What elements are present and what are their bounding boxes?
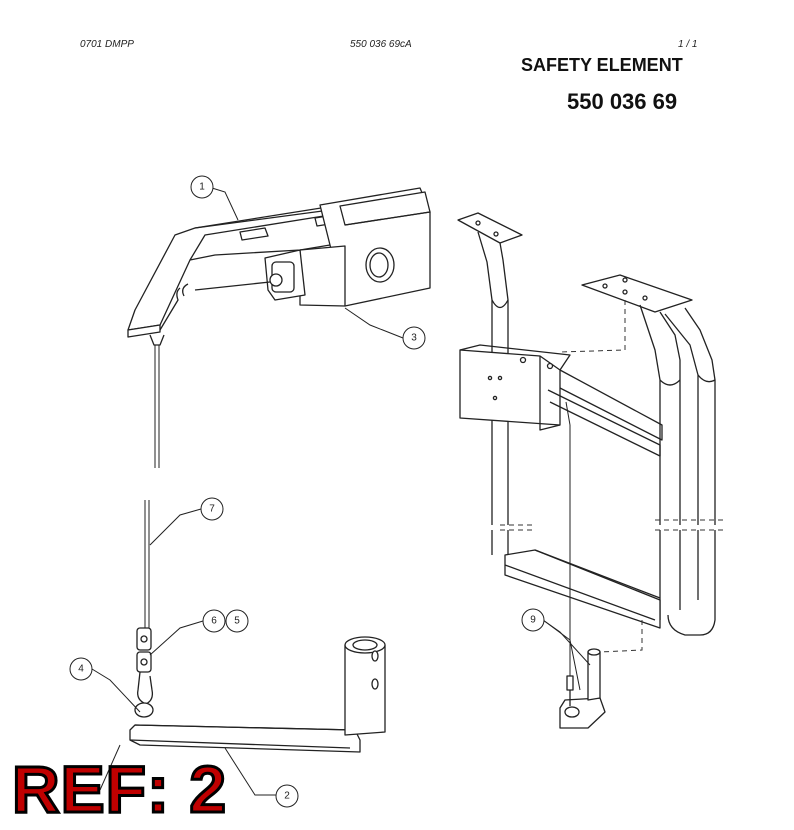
drawing-title: SAFETY ELEMENT [521,55,683,75]
mounting-frame-part [457,212,716,729]
callout-9: 9 [530,615,536,626]
callout-2: 2 [284,791,290,802]
drawing-number: 550 036 69cA [350,39,412,50]
callout-6-bubble [202,609,226,633]
lower-bracket-part [129,636,386,753]
callout-7-bubble [200,497,224,521]
part-number: 550 036 69 [567,89,678,114]
callout-3: 3 [411,333,417,344]
callout-5-bubble [225,609,249,633]
callout-6: 6 [211,616,217,627]
callout-4-bubble [69,657,93,681]
callout-5: 5 [234,616,240,627]
callout-9-bubble [521,608,545,632]
callout-1-bubble [190,175,214,199]
callout-3-bubble [402,326,426,350]
upper-bracket-part [127,187,431,346]
reference-label: REF: 2 [10,752,228,826]
callout-4: 4 [78,664,84,675]
doc-code: 0701 DMPP [80,39,134,50]
cable-clamp-part [134,627,154,718]
callout-1: 1 [199,182,205,193]
callout-7: 7 [209,504,215,515]
callout-2-bubble [275,784,299,808]
page-indicator: 1 / 1 [678,39,698,50]
